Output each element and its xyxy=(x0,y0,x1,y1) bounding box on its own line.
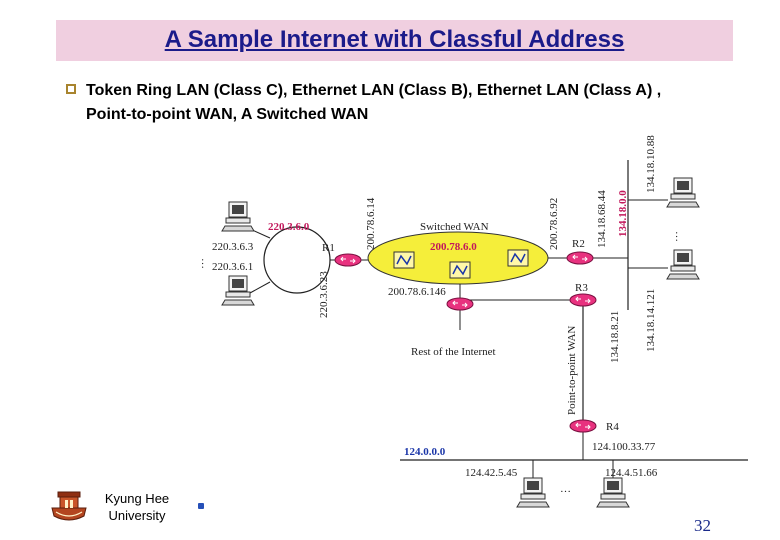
bullet-text: Token Ring LAN (Class C), Ethernet LAN (… xyxy=(86,79,766,127)
router-r1-icon xyxy=(334,253,362,267)
university-name: Kyung Hee University xyxy=(92,490,182,524)
r2-wan-address: 200.78.6.92 xyxy=(548,198,560,250)
class-b-host-2-icon xyxy=(666,249,700,280)
r3-wan-address: 200.78.6.146 xyxy=(388,286,446,298)
token-ring-host-2-icon xyxy=(221,275,255,306)
wan-switch-3-icon xyxy=(507,249,529,267)
class-a-host-2-icon xyxy=(596,477,630,508)
bullet-line-2: Point-to-point WAN, A Switched WAN xyxy=(86,106,369,123)
class-a-hosts-ellipsis: … xyxy=(560,483,571,495)
r3-lan-address: 134.18.14.121 xyxy=(645,289,657,352)
router-r3-icon xyxy=(569,293,597,307)
token-ring-net-label: 220.3.6.0 xyxy=(268,221,310,233)
class-b-host-1-label: 134.18.10.88 xyxy=(645,135,657,193)
router-r4-label: R4 xyxy=(606,421,619,433)
router-r1-label: R1 xyxy=(322,242,335,254)
bullet-line-1: Token Ring LAN (Class C), Ethernet LAN (… xyxy=(86,82,662,99)
class-a-host-2-label: 124.4.51.66 xyxy=(605,467,658,479)
rest-of-internet-label: Rest of the Internet xyxy=(411,346,496,358)
ring-link-bottom xyxy=(249,281,271,294)
r1-wan-address: 200.78.6.14 xyxy=(365,197,377,250)
token-ring-host-2-label: 220.3.6.1 xyxy=(212,261,253,273)
router-internet-icon xyxy=(446,297,474,311)
token-ring-host-1-label: 220.3.6.3 xyxy=(212,241,254,253)
class-a-host-1-label: 124.42.5.45 xyxy=(465,467,518,479)
router-r2-icon xyxy=(566,251,594,265)
class-b-net-label: 134.18.0.0 xyxy=(617,190,629,237)
footer-dot-icon xyxy=(198,503,204,509)
r1-ring-address: 220.3.6.23 xyxy=(318,271,330,318)
router-r4-icon xyxy=(569,419,597,433)
class-b-hosts-ellipsis: … xyxy=(673,231,685,242)
router-r3-label: R3 xyxy=(575,282,588,294)
bullet-box-icon xyxy=(66,84,76,94)
ring-hosts-ellipsis: … xyxy=(199,258,211,269)
r3-ptp-address: 134.18.8.21 xyxy=(609,311,621,363)
wan-switch-2-icon xyxy=(449,261,471,279)
token-ring-host-1-icon xyxy=(221,201,255,232)
ptp-wan-label: Point-to-point WAN xyxy=(566,326,578,415)
title-bar: A Sample Internet with Classful Address xyxy=(56,20,733,61)
switched-wan-label: Switched WAN xyxy=(420,221,489,233)
router-r2-label: R2 xyxy=(572,238,585,250)
university-logo xyxy=(51,491,87,521)
class-b-host-1-icon xyxy=(666,177,700,208)
r2-lan-address: 134.18.68.44 xyxy=(596,190,608,248)
wan-switch-1-icon xyxy=(393,251,415,269)
r4-ptp-address: 124.100.33.77 xyxy=(592,441,656,453)
university-name-line-2: University xyxy=(108,508,166,523)
university-name-line-1: Kyung Hee xyxy=(104,491,170,506)
class-a-net-label: 124.0.0.0 xyxy=(404,446,446,458)
slide-title: A Sample Internet with Classful Address xyxy=(164,26,625,53)
switched-wan-net-label: 200.78.6.0 xyxy=(430,241,477,253)
class-a-host-1-icon xyxy=(516,477,550,508)
page-number: 32 xyxy=(694,516,711,535)
